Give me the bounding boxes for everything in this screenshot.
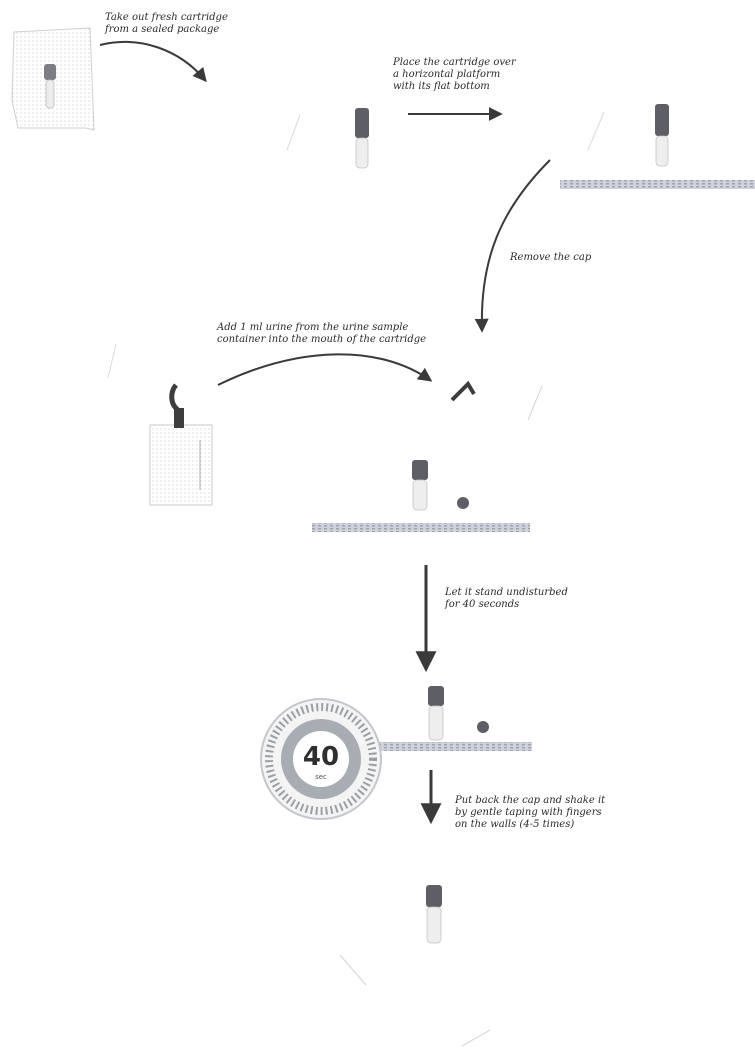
step-1-label: Take out fresh cartridge from a sealed p… <box>105 12 228 36</box>
timer-unit: sec <box>315 773 327 781</box>
step-6-label: Put back the cap and shake it by gentle … <box>455 795 605 831</box>
timer-value: 40 <box>303 742 339 772</box>
step-2-label: Place the cartridge over a horizontal pl… <box>393 57 516 93</box>
step-3-label: Remove the cap <box>510 252 591 264</box>
step-4-label: Add 1 ml urine from the urine sample con… <box>217 322 426 346</box>
step-5-label: Let it stand undisturbed for 40 seconds <box>445 587 568 611</box>
